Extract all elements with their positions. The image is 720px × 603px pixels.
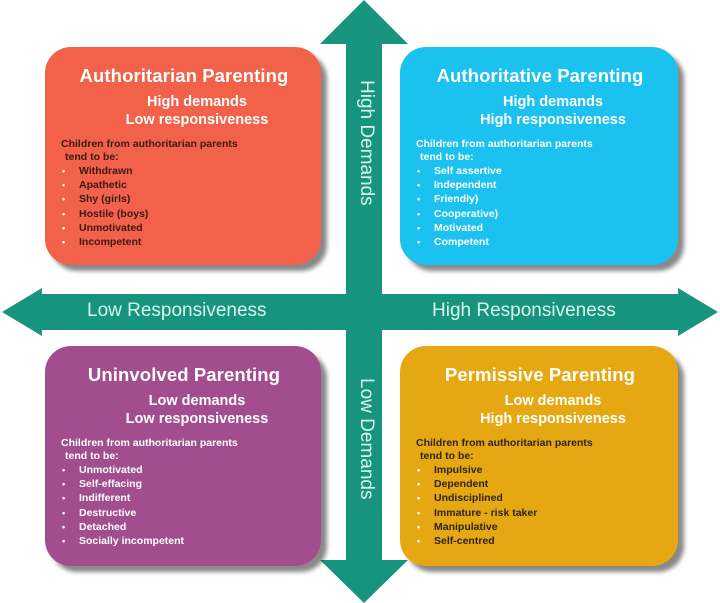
traits-intro-line1: Children from authoritarian parents (61, 138, 238, 150)
list-item: Incompetent (61, 235, 307, 249)
traits-list: Withdrawn Apathetic Shy (girls) Hostile … (61, 164, 307, 249)
axis-label-high-responsiveness: High Responsiveness (432, 300, 616, 321)
list-item: Motivated (416, 221, 664, 235)
list-item: Hostile (boys) (61, 207, 307, 221)
list-item: Self-centred (416, 534, 664, 548)
quadrant-uninvolved: Uninvolved Parenting Low demands Low res… (45, 346, 321, 566)
demands-level: Low demands (148, 393, 246, 409)
traits-intro: Children from authoritarian parents tend… (61, 437, 307, 463)
list-item: Unmotivated (61, 463, 307, 477)
quadrant-authoritarian: Authoritarian Parenting High demands Low… (45, 47, 321, 265)
list-item: Withdrawn (61, 164, 307, 178)
demands-level: High demands (503, 94, 603, 110)
list-item: Self assertive (416, 164, 664, 178)
list-item: Undisciplined (416, 491, 664, 505)
quadrant-title: Authoritative Parenting (436, 65, 644, 86)
list-item: Self-effacing (61, 477, 307, 491)
arrow-left-icon (2, 288, 42, 336)
responsiveness-level: Low responsiveness (125, 411, 269, 427)
list-item: Shy (girls) (61, 192, 307, 206)
traits-intro-line1: Children from authoritarian parents (416, 437, 593, 449)
arrow-down-icon (320, 560, 408, 603)
responsiveness-level: Low responsiveness (125, 112, 269, 128)
list-item: Impulsive (416, 463, 664, 477)
quadrant-authoritative: Authoritative Parenting High demands Hig… (400, 47, 678, 265)
list-item: Destructive (61, 506, 307, 520)
list-item: Socially incompetent (61, 534, 307, 548)
traits-list: Unmotivated Self-effacing Indifferent De… (61, 463, 307, 548)
traits-intro-line1: Children from authoritarian parents (416, 138, 593, 150)
traits-intro: Children from authoritarian parents tend… (61, 138, 307, 164)
quadrant-title: Authoritarian Parenting (79, 65, 289, 86)
list-item: Unmotivated (61, 221, 307, 235)
axis-label-high-demands: High Demands (356, 80, 377, 206)
horizontal-axis-shaft (40, 294, 680, 330)
quadrant-title: Uninvolved Parenting (87, 364, 281, 385)
responsiveness-level: High responsiveness (480, 411, 626, 427)
demands-level: High demands (147, 94, 247, 110)
list-item: Apathetic (61, 178, 307, 192)
list-item: Indifferent (61, 491, 307, 505)
quadrant-permissive: Permissive Parenting Low demands High re… (400, 346, 678, 566)
traits-list: Impulsive Dependent Undisciplined Immatu… (416, 463, 664, 548)
axis-label-low-demands: Low Demands (356, 378, 377, 500)
list-item: Dependent (416, 477, 664, 491)
arrow-right-icon (678, 288, 718, 336)
list-item: Immature - risk taker (416, 506, 664, 520)
list-item: Friendly) (416, 192, 664, 206)
arrow-up-icon (320, 0, 408, 44)
traits-list: Self assertive Independent Friendly) Coo… (416, 164, 664, 249)
quadrant-title: Permissive Parenting (444, 364, 636, 385)
responsiveness-level: High responsiveness (480, 112, 626, 128)
traits-intro: Children from authoritarian parents tend… (416, 437, 664, 463)
traits-intro-line2: tend to be: (65, 450, 119, 462)
traits-intro: Children from authoritarian parents tend… (416, 138, 664, 164)
traits-intro-line2: tend to be: (420, 450, 474, 462)
traits-intro-line1: Children from authoritarian parents (61, 437, 238, 449)
list-item: Cooperative) (416, 207, 664, 221)
traits-intro-line2: tend to be: (65, 151, 119, 163)
list-item: Competent (416, 235, 664, 249)
demands-level: Low demands (504, 393, 602, 409)
traits-intro-line2: tend to be: (420, 151, 474, 163)
list-item: Independent (416, 178, 664, 192)
axis-label-low-responsiveness: Low Responsiveness (87, 300, 267, 321)
list-item: Detached (61, 520, 307, 534)
list-item: Manipulative (416, 520, 664, 534)
